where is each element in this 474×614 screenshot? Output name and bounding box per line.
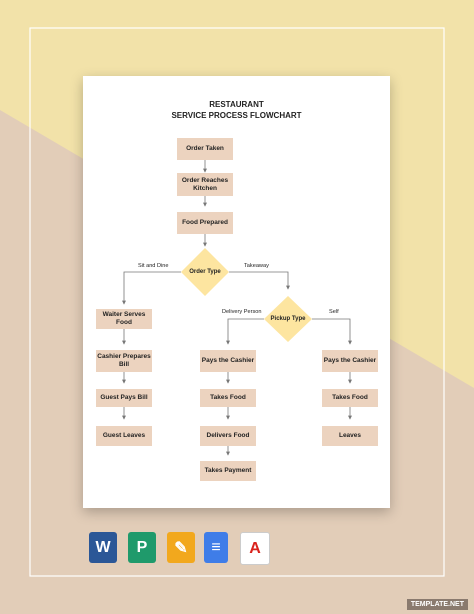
watermark: TEMPLATE.NET bbox=[406, 599, 468, 610]
decision-pickup-type-label: Pickup Type bbox=[270, 316, 306, 322]
node-waiter-serves-food: Waiter Serves Food bbox=[96, 309, 152, 329]
publisher-icon[interactable]: P bbox=[128, 532, 156, 563]
node-takes-payment: Takes Payment bbox=[200, 461, 256, 481]
node-pays-cashier-self: Pays the Cashier bbox=[322, 350, 378, 372]
connector bbox=[226, 318, 264, 345]
edge-label-self: Self bbox=[329, 309, 339, 315]
google-docs-icon-glyph: ≡ bbox=[211, 538, 221, 556]
edge-label-takeaway: Takeaway bbox=[244, 263, 269, 269]
pages-icon[interactable]: ✎ bbox=[167, 532, 195, 563]
pdf-icon-glyph: A bbox=[249, 539, 261, 557]
google-docs-icon[interactable]: ≡ bbox=[204, 532, 228, 563]
pages-icon-glyph: ✎ bbox=[174, 539, 188, 557]
word-icon-glyph: W bbox=[95, 538, 111, 556]
node-guest-pays-bill: Guest Pays Bill bbox=[96, 389, 152, 407]
node-takes-food-delivery: Takes Food bbox=[200, 389, 256, 407]
decision-pickup-type-shape bbox=[264, 296, 312, 342]
node-cashier-prepares-bill: Cashier Prepares Bill bbox=[96, 350, 152, 372]
node-takes-food-self: Takes Food bbox=[322, 389, 378, 407]
node-delivers-food: Delivers Food bbox=[200, 426, 256, 446]
word-icon[interactable]: W bbox=[89, 532, 117, 563]
decision-order-type-label: Order Type bbox=[189, 269, 221, 275]
flowchart-connectors bbox=[122, 160, 352, 456]
node-guest-leaves: Guest Leaves bbox=[96, 426, 152, 446]
publisher-icon-glyph: P bbox=[136, 538, 148, 556]
node-leaves: Leaves bbox=[322, 426, 378, 446]
background-frame bbox=[29, 27, 445, 577]
connector bbox=[229, 271, 290, 290]
node-pays-cashier-delivery: Pays the Cashier bbox=[200, 350, 256, 372]
title-line-2: SERVICE PROCESS FLOWCHART bbox=[171, 111, 302, 120]
app-icons-row: W P ✎ ≡ A bbox=[0, 532, 474, 566]
flowchart-document: RESTAURANT SERVICE PROCESS FLOWCHART bbox=[83, 76, 390, 508]
connector bbox=[122, 271, 181, 305]
edge-label-sit-and-dine: Sit and Dine bbox=[138, 263, 169, 269]
edge-label-delivery-person: Delivery Person bbox=[222, 309, 262, 315]
node-order-taken: Order Taken bbox=[177, 138, 233, 160]
node-food-prepared: Food Prepared bbox=[177, 212, 233, 234]
decision-order-type-shape bbox=[181, 248, 229, 296]
node-order-reaches-kitchen: Order Reaches Kitchen bbox=[177, 173, 233, 196]
connector bbox=[312, 318, 352, 345]
title-line-1: RESTAURANT bbox=[209, 100, 264, 109]
pdf-icon[interactable]: A bbox=[240, 532, 270, 565]
